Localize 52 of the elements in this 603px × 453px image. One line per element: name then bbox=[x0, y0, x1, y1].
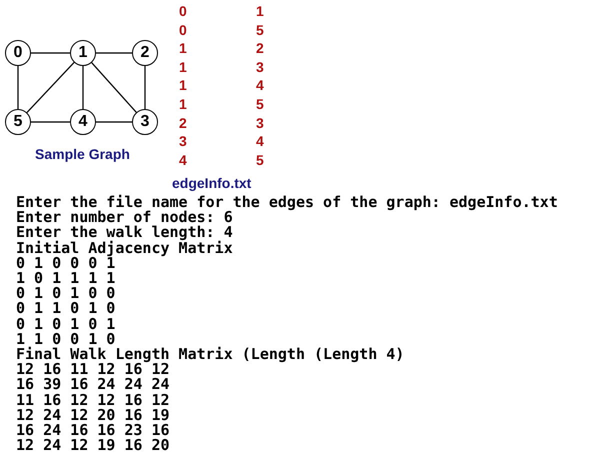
console-output-line: 16 24 16 16 23 16 bbox=[16, 423, 170, 437]
console-output-line: 12 24 12 19 16 20 bbox=[16, 438, 170, 452]
edge-line bbox=[144, 66, 146, 109]
edge-list-cell: 5 bbox=[256, 152, 264, 168]
edge-list-cell: 1 bbox=[179, 77, 187, 94]
edge-line bbox=[26, 62, 75, 113]
edge-list-cell: 2 bbox=[179, 114, 187, 131]
edge-list-cell: 1 bbox=[179, 96, 187, 112]
edge-list-cell: 4 bbox=[256, 77, 264, 94]
console-output-line: 0 1 1 0 1 0 bbox=[16, 301, 116, 316]
edge-list-cell: 1 bbox=[179, 58, 187, 75]
edge-line bbox=[31, 52, 70, 54]
console-output-line: Enter the walk length: 4 bbox=[16, 225, 233, 240]
console-output-line: 0 1 0 0 0 1 bbox=[16, 256, 116, 270]
vertex-circle: 2 bbox=[132, 40, 158, 66]
console-output-line: 0 1 0 1 0 0 bbox=[16, 286, 116, 300]
edge-line bbox=[17, 66, 19, 109]
console-output-line: 12 16 11 12 16 12 bbox=[16, 362, 170, 376]
console-output-line: Enter the file name for the edges of the graph: edgeInfo.txt bbox=[16, 195, 558, 209]
edge-line bbox=[96, 52, 132, 54]
edge-list-cell: 3 bbox=[256, 114, 264, 131]
console-output-line: Final Walk Length Matrix (Length (Length 4) bbox=[16, 347, 404, 361]
vertex-circle: 4 bbox=[70, 109, 96, 135]
vertex-circle: 0 bbox=[5, 40, 31, 66]
console-output-line: 1 1 0 0 1 0 bbox=[16, 332, 116, 346]
graph-caption: Sample Graph bbox=[35, 146, 130, 162]
console-output-line: 0 1 0 1 0 1 bbox=[16, 316, 116, 331]
edge-list-cell: 1 bbox=[179, 40, 187, 56]
edge-list-cell: 2 bbox=[256, 40, 264, 56]
edge-list-cell: 4 bbox=[256, 133, 264, 150]
edge-list-cell: 5 bbox=[256, 96, 264, 112]
console-output-line: 1 0 1 1 1 1 bbox=[16, 271, 116, 285]
file-name-caption: edgeInfo.txt bbox=[172, 175, 252, 191]
console-output-line: Initial Adjacency Matrix bbox=[16, 240, 233, 255]
console-output-line: Enter number of nodes: 6 bbox=[16, 210, 233, 224]
edge-list-cell: 4 bbox=[179, 152, 187, 168]
console-output-line: 12 24 12 20 16 19 bbox=[16, 408, 170, 422]
edge-list-cell: 3 bbox=[179, 133, 187, 150]
edge-list-cell: 1 bbox=[256, 3, 264, 19]
edge-line bbox=[96, 121, 132, 123]
edge-line bbox=[91, 62, 137, 113]
edge-list-cell: 5 bbox=[256, 22, 264, 38]
vertex-circle: 3 bbox=[132, 109, 158, 135]
vertex-circle: 1 bbox=[70, 40, 96, 66]
edge-list-cell: 3 bbox=[256, 58, 264, 75]
edge-line bbox=[31, 121, 70, 123]
vertex-circle: 5 bbox=[5, 109, 31, 135]
edge-list-cell: 0 bbox=[179, 22, 187, 38]
console-output-line: 11 16 12 12 16 12 bbox=[16, 392, 170, 407]
console-output-line: 16 39 16 24 24 24 bbox=[16, 377, 170, 392]
edge-line bbox=[82, 66, 84, 109]
edge-list-cell: 0 bbox=[179, 3, 187, 19]
